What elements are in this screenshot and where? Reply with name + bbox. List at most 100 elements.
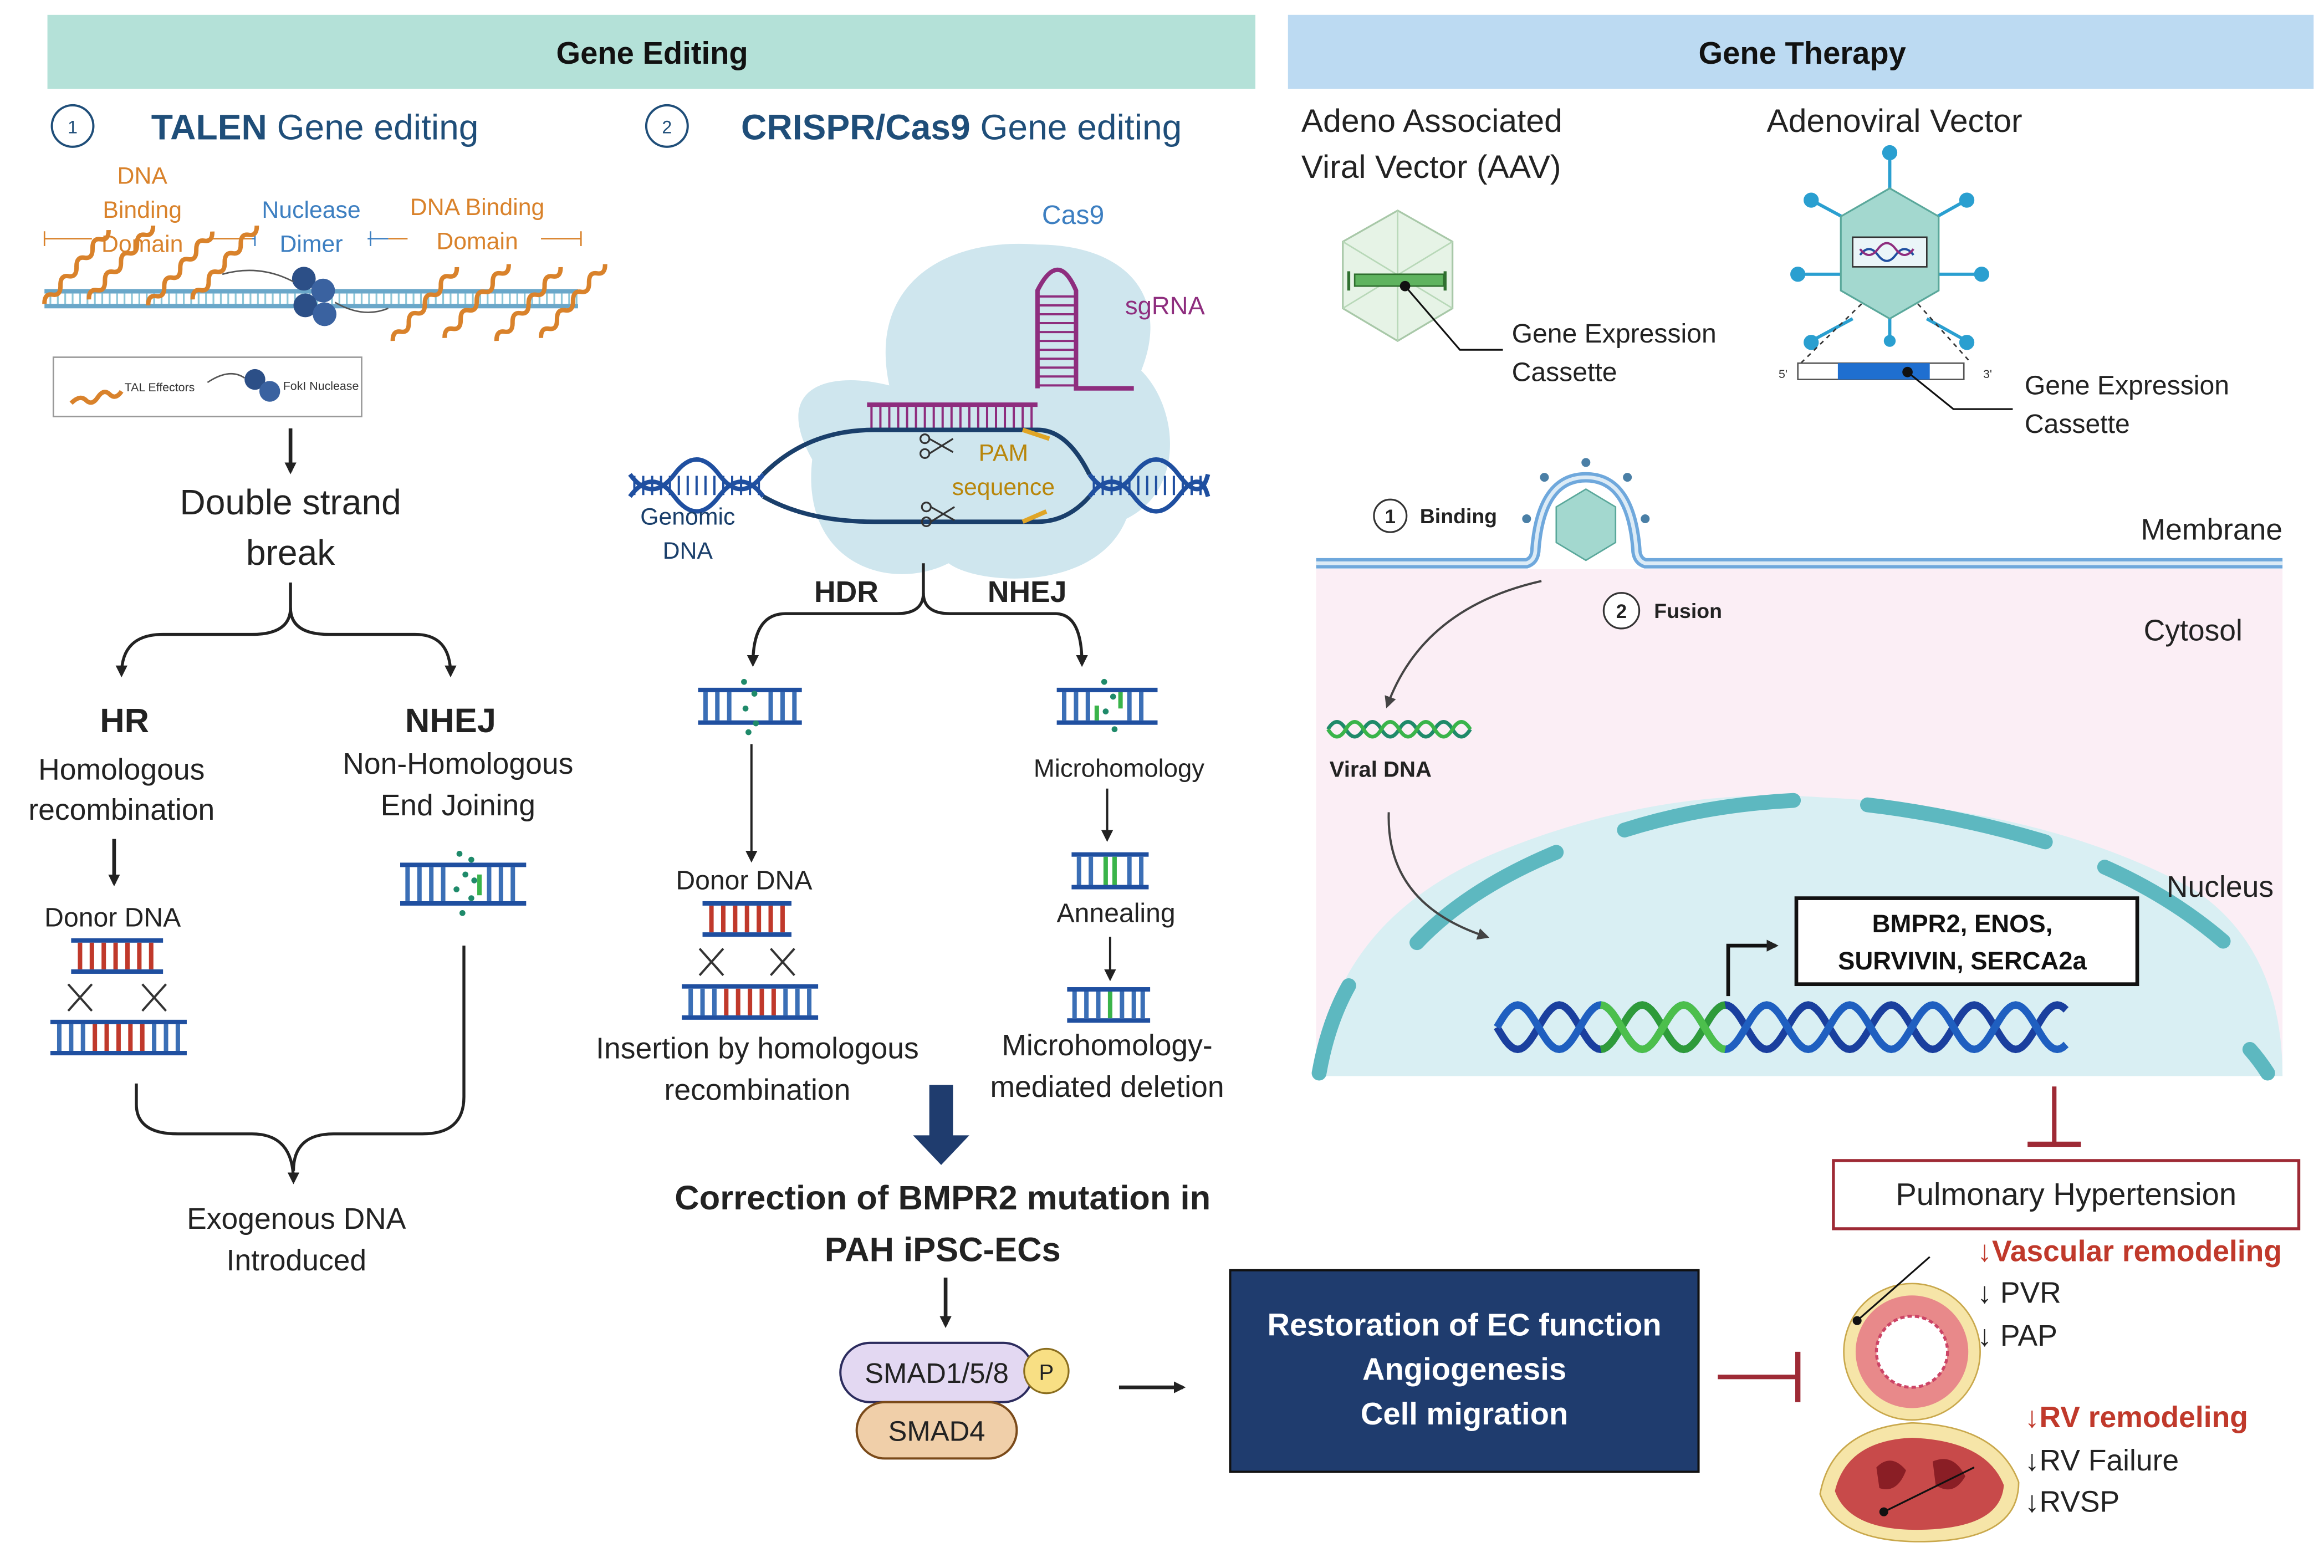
legend-fokl-nuclease: FokI Nuclease [283, 379, 359, 392]
crispr-title: CRISPR/Cas9 Gene editing [741, 107, 1182, 147]
to-nhej-arrow [922, 593, 1088, 667]
transgenes-1: BMPR2, ENOS, [1872, 910, 2053, 938]
gene-therapy-title: Gene Therapy [1699, 35, 1906, 70]
nhej-break-ladder [1056, 678, 1158, 733]
deletion-ladder [1067, 987, 1151, 1023]
transgenes-box: BMPR2, ENOS, SURVIVIN, SERCA2a [1794, 896, 2139, 987]
exogenous-1: Exogenous DNA [187, 1203, 406, 1235]
gene-editing-header: Gene Editing [47, 14, 1255, 89]
svg-text:SMAD4: SMAD4 [888, 1415, 985, 1447]
genomic-dna-label-2: DNA [663, 538, 713, 564]
fusion-number-circle [1602, 592, 1641, 630]
crispr-number-circle [645, 104, 689, 148]
phospho-badge: P [1023, 1347, 1070, 1395]
talen-title: TALEN Gene editing [151, 107, 479, 147]
talen-dna-binding-left-1: DNA [118, 163, 168, 190]
talen-nhej-ladder [400, 851, 527, 916]
annealing-ladder [1071, 852, 1149, 890]
talen-donor-dna: Donor DNA [44, 902, 181, 932]
insertion-label-1: Insertion by homologous [596, 1032, 919, 1065]
inhibition-bar-therapy [2027, 1086, 2081, 1147]
transgenes-2: SURVIVIN, SERCA2a [1838, 947, 2087, 975]
legend-tal-effectors: TAL Effectors [125, 381, 195, 394]
correction-label-2: PAH iPSC-ECs [825, 1231, 1061, 1269]
nucleus-label: Nucleus [2167, 871, 2274, 903]
five-prime-label: 5' [1779, 367, 1787, 381]
crispr-number: 2 [662, 118, 672, 137]
rvsp-label: ↓RVSP [2025, 1486, 2119, 1519]
talen-nhej-desc-1: Non-Homologous [343, 748, 573, 780]
smad4-pill: SMAD4 [855, 1401, 1018, 1460]
talen-number: 1 [68, 118, 78, 137]
genomic-helix [1494, 1001, 2069, 1054]
annealing-label: Annealing [1057, 898, 1176, 928]
aav-capsid [1342, 209, 1503, 351]
insertion-label-2: recombination [665, 1074, 851, 1106]
talen-nhej-desc-2: End Joining [381, 789, 535, 822]
talen-number-circle [50, 104, 95, 148]
gene-therapy-header: Gene Therapy [1288, 14, 2314, 89]
hdr-label: HDR [814, 576, 878, 609]
mmd-label-2: mediated deletion [990, 1071, 1224, 1104]
outcomes-section: Pulmonary Hypertension ↓Vascular remodel… [1819, 1086, 2301, 1543]
talen-bracket-left [43, 231, 252, 246]
dsb-label-2: break [246, 533, 335, 573]
genomic-dna-label-1: Genomic [640, 504, 735, 530]
talen-dna-binding-left-2: Binding [103, 197, 182, 223]
talen-dna-strand [42, 225, 607, 341]
talen-dna-binding-right-1: DNA Binding [410, 194, 544, 221]
genomic-dna [628, 427, 1210, 524]
crispr-donor-ladder [682, 901, 819, 1020]
scissors-icon [920, 433, 954, 459]
restoration-box: Restoration of EC function Angiogenesis … [1229, 1269, 1700, 1473]
gec-adeno-2: Cassette [2025, 409, 2130, 439]
fusion-label: Fusion [1654, 599, 1722, 622]
svg-text:SMAD1/5/8: SMAD1/5/8 [865, 1357, 1009, 1389]
hr-desc-2: recombination [28, 794, 214, 826]
microhomology-label: Microhomology [1034, 754, 1204, 782]
nhej-to-exogenous-line [292, 946, 466, 1171]
talen-nuclease-1: Nuclease [262, 197, 360, 223]
vascular-remodeling: ↓Vascular remodeling [1977, 1235, 2282, 1268]
crispr-section: 2 CRISPR/Cas9 Gene editing Cas9 sgRNA PA… [596, 104, 1224, 1460]
fusion-arrow [1385, 580, 1542, 708]
membrane-label: Membrane [2141, 513, 2283, 546]
hdr-break-ladder [698, 678, 802, 736]
to-hdr-arrow [747, 563, 925, 667]
ph-label: Pulmonary Hypertension [1896, 1177, 2236, 1212]
restoration-2: Angiogenesis [1362, 1352, 1566, 1387]
talen-donor-ladder [50, 938, 187, 1056]
gene-therapy-section: Adeno Associated Viral Vector (AAV) Aden… [1301, 103, 2283, 1081]
hr-desc-1: Homologous [38, 754, 205, 786]
adeno-label: Adenoviral Vector [1767, 103, 2022, 139]
nuclear-envelope [1311, 793, 2275, 1081]
viral-to-nucleus-arrow [1387, 812, 1490, 940]
talen-nuclease-2: Dimer [280, 231, 343, 258]
three-prime-label: 3' [1983, 367, 1992, 381]
dsb-to-nhej-arrow [289, 607, 457, 678]
aav-label-1: Adeno Associated [1301, 103, 1562, 139]
sgrna-label: sgRNA [1125, 292, 1206, 320]
dsb-label-1: Double strand [180, 482, 401, 522]
crispr-nhej-label: NHEJ [988, 576, 1067, 609]
scissors-icon-2 [921, 501, 955, 527]
binding-label: Binding [1420, 504, 1497, 528]
svg-text:P: P [1039, 1361, 1054, 1385]
viral-dna-helix [1326, 720, 1472, 739]
binding-virus [1522, 458, 1650, 561]
gec-aav-2: Cassette [1512, 357, 1617, 387]
pam-label-2: sequence [952, 474, 1055, 500]
sgrna-structure [867, 267, 1134, 430]
talen-nhej-label: NHEJ [405, 702, 496, 740]
cas9-protein [798, 243, 1170, 579]
talen-bracket-right [388, 231, 582, 246]
transcription-arrow [1726, 939, 1779, 997]
pap-label: ↓ PAP [1977, 1320, 2057, 1352]
talen-section: 1 TALEN Gene editing DNA Binding Domain … [28, 104, 607, 1277]
talen-legend: TAL Effectors FokI Nuclease [52, 356, 362, 417]
big-down-arrow [913, 1085, 969, 1165]
correction-label-1: Correction of BMPR2 mutation in [675, 1179, 1210, 1217]
hr-to-exogenous-arrow [135, 1083, 300, 1184]
